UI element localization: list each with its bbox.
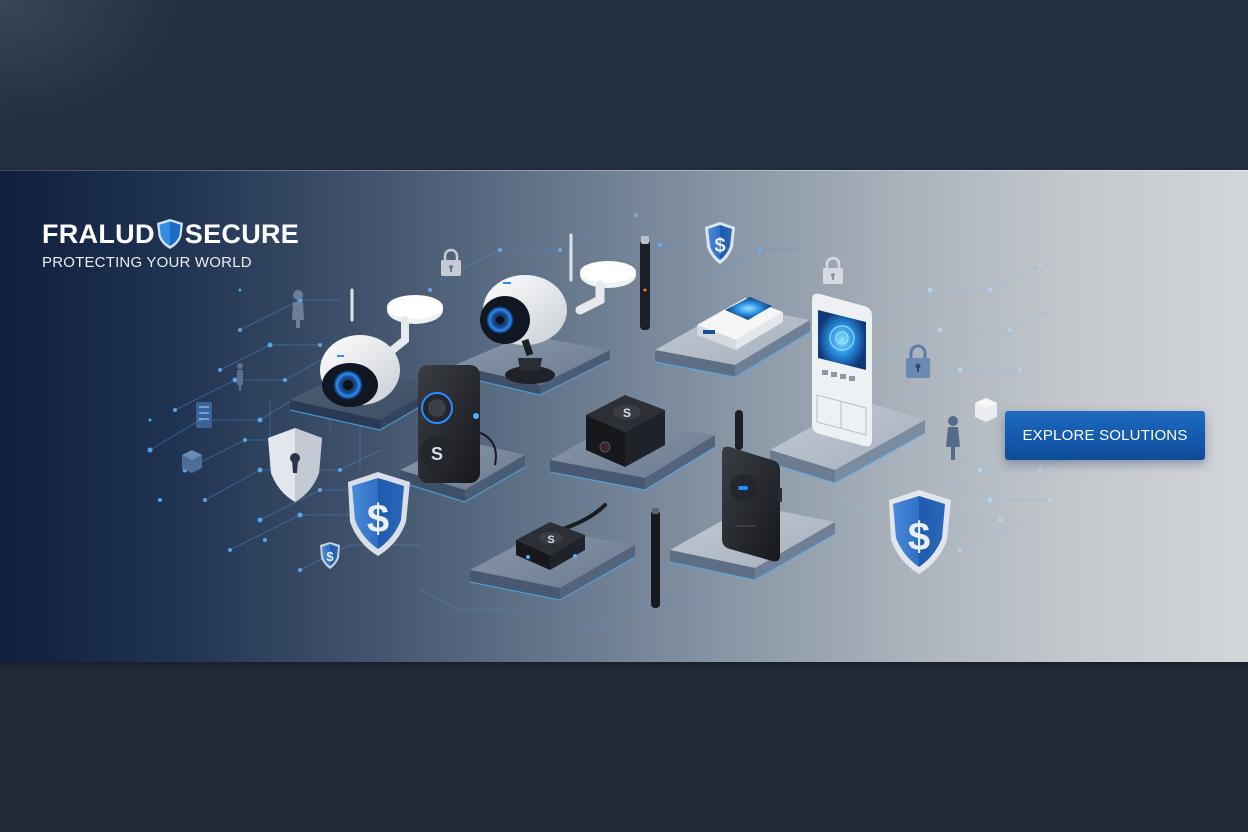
shield-dollar-icon: $ bbox=[889, 490, 951, 574]
pen-camera bbox=[640, 236, 650, 330]
walkie-talkie bbox=[722, 410, 782, 562]
logo-text-left: FRALUD bbox=[42, 218, 155, 249]
security-camera-center bbox=[480, 233, 636, 384]
svg-text:S: S bbox=[547, 534, 554, 546]
gps-tracker: S bbox=[516, 503, 607, 570]
shield-icon bbox=[156, 219, 183, 249]
tagline: PROTECTING YOUR WORLD bbox=[42, 254, 252, 271]
video-doorbell: S bbox=[418, 365, 497, 483]
logo-text-right: SECURE bbox=[184, 218, 300, 249]
banner-edge bbox=[0, 170, 1248, 171]
server-icon bbox=[196, 402, 212, 428]
person-icon bbox=[292, 290, 304, 328]
shield-dollar-small-icon: $ bbox=[320, 542, 340, 569]
cube-icon bbox=[975, 398, 997, 422]
svg-text:$: $ bbox=[326, 549, 334, 564]
usb-fingerprint-key bbox=[697, 297, 783, 350]
padlock-icon bbox=[823, 256, 843, 284]
shield-dollar-icon: $ bbox=[348, 472, 410, 556]
brand-block: FRALUD SECURE PROTECTING YOUR WORLD bbox=[42, 218, 299, 272]
smart-control-panel bbox=[812, 293, 872, 447]
shield-keyhole-icon bbox=[268, 428, 322, 502]
svg-text:$: $ bbox=[367, 497, 389, 541]
shield-dollar-icon: $ bbox=[705, 222, 735, 264]
logo[interactable]: FRALUD SECURE bbox=[42, 218, 299, 250]
cube-icon bbox=[182, 450, 202, 473]
hero-banner: $ $ $ $ bbox=[0, 170, 1248, 662]
svg-text:S: S bbox=[431, 444, 443, 464]
security-devices-illustration: $ $ $ $ bbox=[147, 213, 1082, 631]
padlock-icon bbox=[441, 248, 461, 276]
padlock-blue-icon bbox=[906, 344, 930, 378]
circuit-nodes-right bbox=[927, 263, 1082, 552]
svg-text:$: $ bbox=[908, 515, 930, 559]
pen-camera-small bbox=[651, 508, 660, 608]
security-camera-left bbox=[320, 288, 443, 407]
svg-text:S: S bbox=[623, 406, 631, 420]
mini-hidden-camera: S bbox=[586, 395, 665, 467]
page-background-bottom bbox=[0, 662, 1248, 832]
svg-text:$: $ bbox=[714, 235, 725, 257]
person-icon bbox=[237, 363, 243, 391]
platforms bbox=[289, 305, 926, 601]
explore-solutions-button[interactable]: EXPLORE SOLUTIONS bbox=[1005, 411, 1205, 460]
person-icon bbox=[946, 416, 960, 460]
